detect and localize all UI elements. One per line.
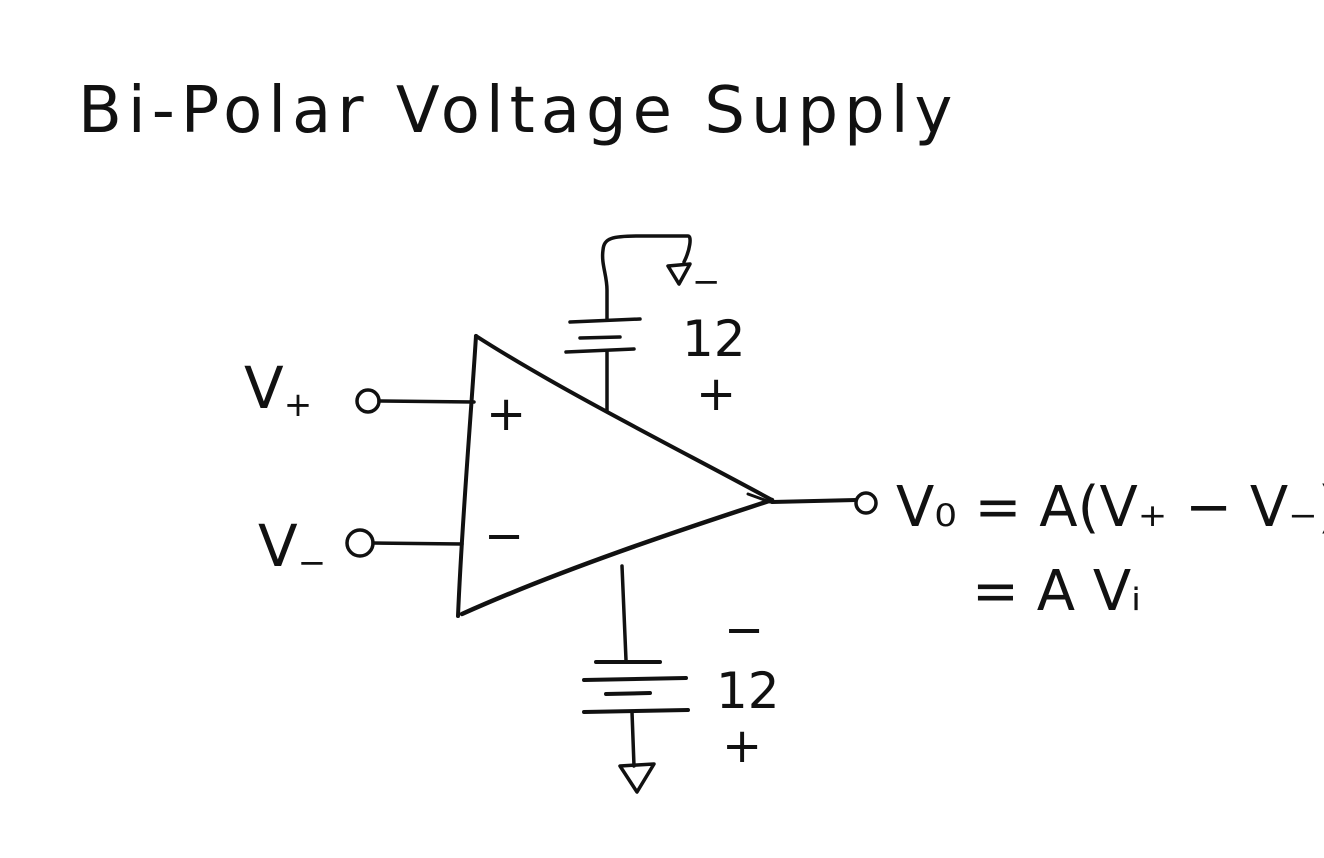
opamp-plus-terminal: + <box>486 386 526 442</box>
bottom-supply-voltage: 12 <box>716 662 780 720</box>
top-supply-voltage: 12 <box>682 310 746 368</box>
input-minus-wire <box>371 541 464 546</box>
bottom-ground-wire <box>630 710 636 768</box>
opamp-symbol <box>456 334 775 618</box>
output: V₀ = A(V₊ − V₋) = A Vᵢ <box>770 475 1324 624</box>
top-supply-polarity: + <box>696 366 736 422</box>
input-plus: V+ <box>244 354 476 425</box>
output-equation-line1: V₀ = A(V₊ − V₋) <box>896 475 1324 540</box>
bottom-battery-plate-long-3 <box>582 708 690 714</box>
output-terminal[interactable] <box>854 491 878 515</box>
input-minus-terminal[interactable] <box>345 528 375 558</box>
bottom-supply-polarity-top: − <box>724 602 764 658</box>
input-minus: V− <box>258 512 464 583</box>
top-battery-plate-long-2 <box>568 317 642 324</box>
top-battery-plate-short <box>578 335 622 340</box>
top-battery-plate-long <box>564 347 636 354</box>
bottom-battery-plate-short <box>604 691 652 696</box>
bottom-ground-icon <box>618 762 656 794</box>
output-wire <box>770 498 858 504</box>
diagram-title: Bi-Polar Voltage Supply <box>78 74 958 148</box>
bottom-supply-polarity-bottom: + <box>722 718 762 774</box>
top-ground-wire <box>600 234 692 321</box>
top-ground-icon <box>666 262 692 286</box>
input-plus-label: V+ <box>244 354 312 425</box>
opamp-minus-terminal: − <box>484 508 524 564</box>
output-equation-line2: = A Vᵢ <box>972 559 1141 624</box>
bottom-supply: − 12 + <box>582 564 780 794</box>
bottom-battery-plate-long-2 <box>582 676 688 682</box>
bottom-supply-lead <box>620 564 628 662</box>
top-ground-label: − <box>692 262 721 302</box>
input-minus-label: V− <box>258 512 326 583</box>
input-plus-terminal[interactable] <box>355 388 381 414</box>
top-supply: − 12 + <box>564 234 746 422</box>
input-plus-wire <box>377 399 476 404</box>
